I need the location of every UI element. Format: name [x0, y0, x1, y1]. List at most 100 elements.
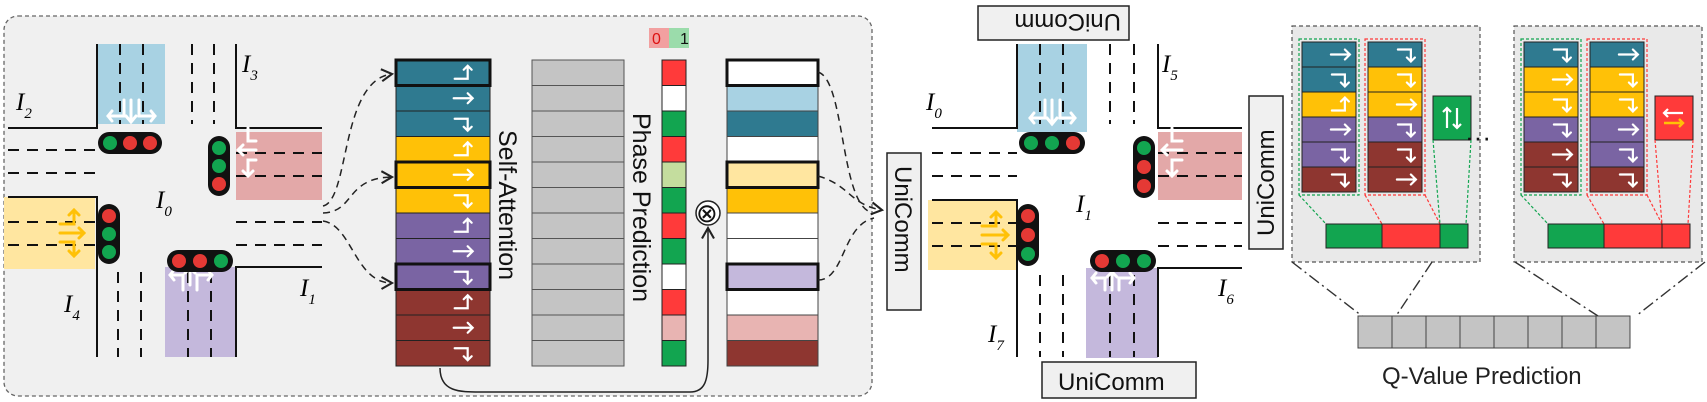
unicomm-box-left: UniComm — [886, 152, 922, 311]
phase-prediction-label: Phase Prediction — [627, 113, 655, 302]
movement-highlight — [394, 262, 492, 291]
panel-cell — [1367, 141, 1423, 168]
movement-cell — [395, 110, 491, 137]
svg-text:UniComm: UniComm — [889, 166, 916, 273]
weighted-cell — [726, 238, 819, 265]
panel-cell — [1301, 166, 1357, 193]
phase-cell — [661, 161, 687, 188]
attention-cell — [531, 289, 625, 316]
right-turn-arrow-icon — [453, 140, 473, 157]
unicomm-box-top: UniComm UniComm — [977, 5, 1130, 41]
panel-cell — [1589, 66, 1645, 93]
movement-cell — [395, 85, 491, 112]
label-i3: I3 — [241, 51, 258, 84]
weighted-cell — [726, 110, 819, 137]
movement-cell — [395, 289, 491, 316]
q-value-label: Q-Value Prediction — [1382, 363, 1582, 390]
straight-arrow-icon — [1395, 98, 1418, 111]
straight-arrow-icon — [1551, 148, 1574, 161]
traffic-light-south-r — [1090, 250, 1156, 272]
left-turn-arrow-icon — [1552, 123, 1572, 139]
phase-score-segment — [1603, 223, 1663, 249]
left-turn-arrow-icon — [1552, 173, 1572, 189]
movement-cell — [395, 136, 491, 163]
self-attention-label: Self-Attention — [493, 130, 521, 280]
output-arrows — [817, 71, 885, 281]
left-turn-arrow-icon — [1396, 48, 1416, 64]
south-approach-r — [1086, 268, 1158, 358]
panel-cell — [1589, 166, 1645, 193]
movement-cell — [395, 161, 491, 188]
phase-cell — [661, 289, 687, 316]
unicomm-box-bottom: UniComm — [1041, 361, 1197, 399]
attention-cell — [531, 340, 625, 367]
panel-cell — [1523, 91, 1579, 118]
attention-cell — [531, 85, 625, 112]
q-value-cell — [1561, 315, 1597, 349]
input-arrows — [322, 68, 395, 290]
weighted-cell — [726, 340, 819, 367]
label-i2: I2 — [15, 89, 32, 122]
self-attention-column — [531, 59, 625, 367]
south-approach — [165, 267, 235, 357]
left-turn-arrow-icon — [1330, 173, 1350, 189]
right-turn-arrow-icon — [1330, 95, 1350, 112]
straight-arrow-icon — [1617, 48, 1640, 61]
weighted-cell — [726, 212, 819, 239]
label-r-i6: I6 — [1217, 275, 1234, 308]
movement-cell — [395, 59, 491, 86]
weighted-cell — [726, 59, 819, 86]
left-turn-arrow-icon — [1618, 173, 1638, 189]
movement-cell — [395, 212, 491, 239]
attention-cell — [531, 161, 625, 188]
phase-cell — [661, 59, 687, 86]
movement-cell — [395, 238, 491, 265]
attention-cell — [531, 238, 625, 265]
left-turn-arrow-icon — [1618, 73, 1638, 89]
panel-cell — [1301, 91, 1357, 118]
phase-badge — [1432, 95, 1472, 141]
movement-cell — [395, 340, 491, 367]
right-turn-arrow-icon — [453, 217, 473, 233]
phase-cell — [661, 238, 687, 265]
left-turn-arrow-icon — [453, 117, 473, 133]
phase-score-segment — [1547, 223, 1605, 249]
straight-arrow-icon — [1551, 73, 1574, 86]
phase-panel-2 — [1513, 25, 1703, 263]
left-turn-arrow-icon — [453, 270, 473, 286]
label-i1: I1 — [299, 275, 316, 308]
svg-text:UniComm: UniComm — [1253, 129, 1280, 236]
phase-cell — [661, 187, 687, 214]
panel-cell — [1523, 41, 1579, 68]
phase-panel-1 — [1291, 25, 1481, 263]
q-value-cell — [1527, 315, 1563, 349]
east-approach — [236, 132, 322, 200]
panel-cell — [1589, 141, 1645, 168]
panel-cell — [1367, 116, 1423, 143]
left-turn-arrow-icon — [453, 194, 473, 209]
left-turn-arrow-icon — [1552, 98, 1572, 114]
label-r-i5: I5 — [1161, 51, 1178, 84]
movement-column — [394, 58, 492, 367]
left-turn-arrow-icon — [1396, 148, 1416, 164]
q-value-cell — [1459, 315, 1495, 349]
panel-cell — [1367, 41, 1423, 68]
svg-text:UniComm: UniComm — [1014, 8, 1121, 35]
q-value-cell — [1391, 315, 1427, 349]
svg-text:UniComm: UniComm — [1058, 369, 1165, 396]
movement-cell — [395, 263, 491, 290]
traffic-light-south — [167, 250, 233, 272]
phase-prediction-bar — [661, 59, 687, 367]
svg-text:⊗: ⊗ — [696, 198, 718, 228]
panel-cell — [1301, 141, 1357, 168]
phase-badge — [1654, 95, 1694, 141]
traffic-light-east-r — [1133, 136, 1155, 198]
straight-arrow-icon — [452, 245, 475, 258]
traffic-light-west — [98, 204, 120, 264]
panel-cell — [1589, 91, 1645, 118]
phase-score-segment — [1381, 223, 1441, 249]
weighted-cell — [726, 263, 819, 290]
svg-text:0: 0 — [652, 31, 661, 48]
projection-lines — [1291, 261, 1706, 317]
